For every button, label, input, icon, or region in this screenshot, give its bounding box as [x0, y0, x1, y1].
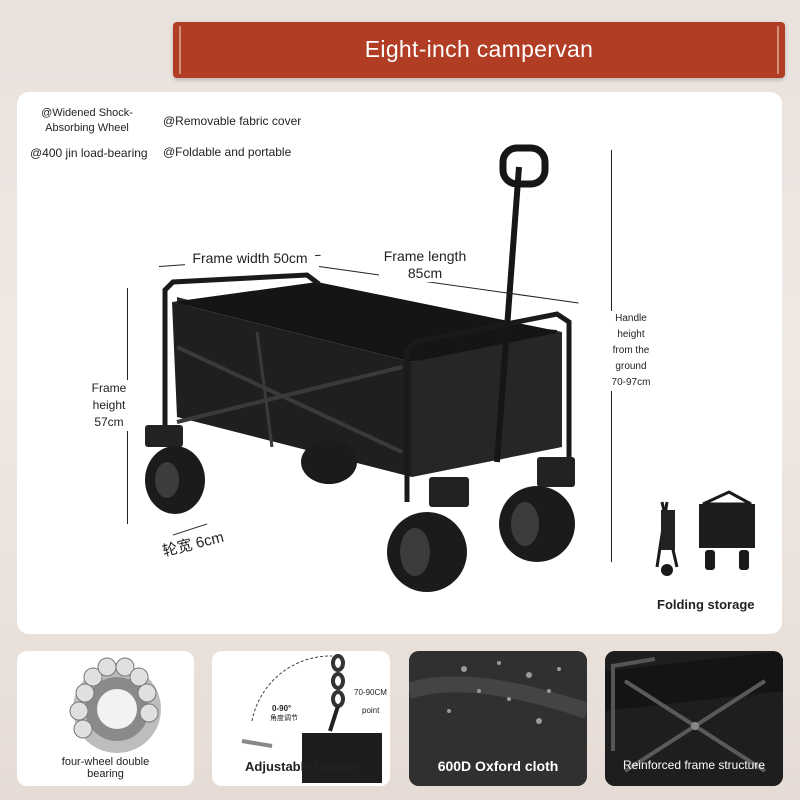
thumb-oxford: 600D Oxford cloth [409, 651, 587, 786]
handle-angle-cn: 角度调节 [270, 715, 298, 722]
thumb-handle-label: Adjustable handle [245, 759, 357, 774]
feature-load-bearing: @400 jin load-bearing [30, 146, 148, 160]
main-product-panel: @Widened Shock-Absorbing Wheel @Removabl… [17, 92, 782, 634]
thumb-handle: 0-90° 角度调节 70-90CM point Adjustable hand… [212, 651, 390, 786]
frame-width-label: Frame width 50cm [185, 250, 315, 267]
wheel-back-left [145, 425, 205, 514]
feature-removable-cover: @Removable fabric cover [163, 114, 302, 128]
handle-height-range: 70-90CM [354, 688, 387, 697]
feature-widened-wheel: @Widened Shock-Absorbing Wheel [41, 107, 133, 134]
wheel-front-left [387, 477, 469, 592]
banner-title: Eight-inch campervan [364, 36, 594, 62]
wagon-illustration [145, 144, 755, 592]
thumb-frame: Reinforced frame structure [605, 651, 783, 786]
handle-height-label: Handle height from the ground 70-97cm [611, 311, 651, 391]
frame-height-label: Frame height 57cm [87, 380, 131, 431]
feature-foldable: @Foldable and portable [163, 145, 292, 159]
folded-wagon-image [655, 490, 755, 576]
handle-angle: 0-90° [272, 704, 292, 713]
thumb-bearing: four-wheel double bearing [17, 651, 194, 786]
wheel-back-right [301, 440, 357, 484]
handle-point: point [362, 706, 380, 715]
folding-storage-label: Folding storage [657, 597, 755, 612]
title-banner: Eight-inch campervan [173, 22, 785, 78]
wheel-front-right [499, 457, 575, 562]
thumb-bearing-label: four-wheel double bearing [61, 756, 150, 780]
frame-length-label: Frame length 85cm [379, 248, 471, 282]
thumb-oxford-label: 600D Oxford cloth [437, 758, 559, 774]
thumb-frame-label: Reinforced frame structure [622, 758, 766, 772]
